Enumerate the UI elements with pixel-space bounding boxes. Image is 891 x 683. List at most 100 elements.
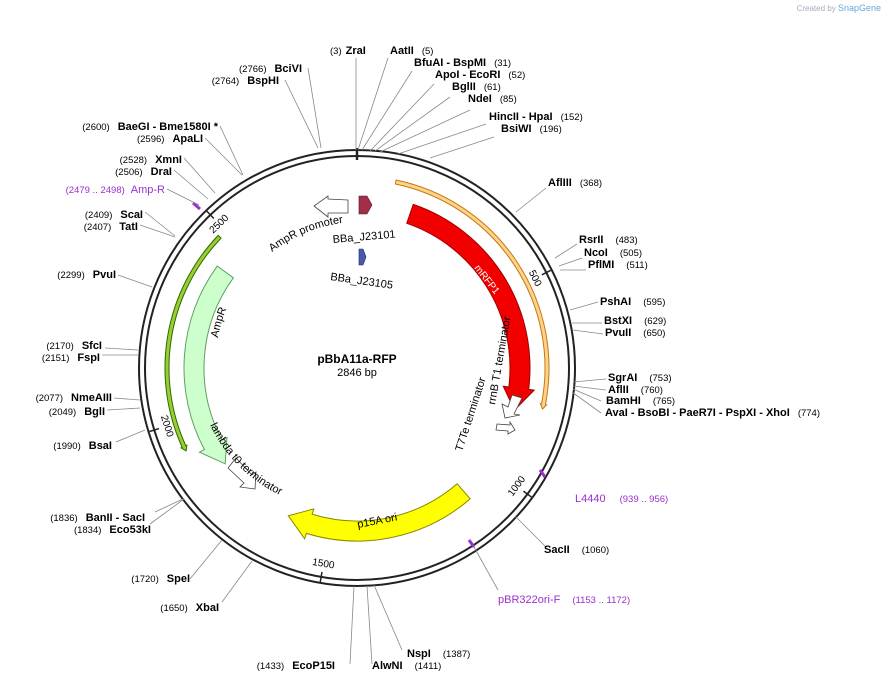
site-baegi-bme1580i: BaeGI - Bme1580I * xyxy=(118,121,219,133)
site-pos-bamhi: (765) xyxy=(653,396,675,407)
site-alwni: AlwNI xyxy=(372,660,403,672)
svg-text:(1650)XbaI: (1650)XbaI xyxy=(160,602,219,614)
site-pos-bsphi: (2764) xyxy=(212,76,239,87)
site-rsrii: RsrII xyxy=(579,234,603,246)
site-pshai: PshAI xyxy=(600,296,631,308)
site-pos-pshai: (595) xyxy=(643,297,665,308)
plasmid-name: pBbA11a-RFP xyxy=(317,352,396,366)
site-ncoi: NcoI xyxy=(584,247,608,259)
svg-text:AflIII(368): AflIII(368) xyxy=(548,177,602,189)
leader-lines xyxy=(102,57,607,665)
p15a-ori-feature[interactable] xyxy=(287,483,471,542)
site-bfuai-bspmi: BfuAI - BspMI xyxy=(414,57,486,69)
site-pos-sacii: (1060) xyxy=(582,545,609,556)
site-pos-nmeaiii: (2077) xyxy=(36,393,63,404)
site-pos-xbai: (1650) xyxy=(160,603,187,614)
backbone xyxy=(138,148,576,587)
site-apoi-ecori: ApoI - EcoRI xyxy=(435,69,500,81)
amp-r-primer-mark[interactable] xyxy=(192,201,201,211)
green-arc-feature[interactable] xyxy=(164,234,222,452)
svg-text:pBR322ori-F(1153 .. 1172): pBR322ori-F(1153 .. 1172) xyxy=(498,594,630,606)
svg-text:BfuAI - BspMI(31): BfuAI - BspMI(31) xyxy=(414,57,511,69)
svg-text:AvaI - BsoBI - PaeR7I - PspXI: AvaI - BsoBI - PaeR7I - PspXI - XhoI(774… xyxy=(605,407,820,419)
tick-1000 xyxy=(522,490,532,498)
site-aflii: AflII xyxy=(608,384,629,396)
svg-text:AflII(760): AflII(760) xyxy=(608,384,663,396)
ampr-promoter-arrow[interactable] xyxy=(313,195,349,218)
site-pos-baegi: (2600) xyxy=(82,122,109,133)
site-pos-ndei: (85) xyxy=(500,94,517,105)
lambda-t0-terminator-arrow[interactable] xyxy=(227,457,257,490)
site-pos-eco53ki: (1834) xyxy=(74,525,101,536)
site-pos-zrai: (3) xyxy=(330,46,342,57)
site-pos-bcivi: (2766) xyxy=(239,64,266,75)
primer-labels: (2479 .. 2498)Amp-R L4440(939 .. 956) pB… xyxy=(66,184,669,606)
site-nspi: NspI xyxy=(407,648,431,660)
svg-text:ApoI - EcoRI(52): ApoI - EcoRI(52) xyxy=(435,69,525,81)
svg-text:PvuII(650): PvuII(650) xyxy=(605,327,665,339)
bba-j23101-arrow[interactable] xyxy=(358,195,373,215)
svg-text:NspI(1387): NspI (1387) xyxy=(407,648,470,660)
t7te-terminator-arrow[interactable] xyxy=(495,420,516,435)
ampr-feature[interactable] xyxy=(183,265,235,465)
site-nmeaiii: NmeAIII xyxy=(71,392,112,404)
svg-text:(2764)BspHI: (2764)BspHI xyxy=(212,75,279,87)
site-tati: TatI xyxy=(119,221,138,233)
svg-text:L4440(939 .. 956): L4440(939 .. 956) xyxy=(575,493,668,505)
site-scai: ScaI xyxy=(120,209,143,221)
t7te-terminator-label: T7Te terminator xyxy=(453,376,488,453)
svg-text:(2766)BciVI: (2766)BciVI xyxy=(239,63,302,75)
site-pos-xmni: (2528) xyxy=(120,155,147,166)
svg-text:BglII(61): BglII(61) xyxy=(452,81,501,93)
svg-text:(3)ZraI: (3)ZraI xyxy=(330,45,366,57)
site-pos-banii: (1836) xyxy=(50,513,77,524)
bba-j23105-label: BBa_J23105 xyxy=(330,271,394,292)
svg-text:NcoI(505): NcoI (505) xyxy=(584,247,642,259)
svg-text:(1720)SpeI: (1720)SpeI xyxy=(131,573,190,585)
site-pos-pflmi: (511) xyxy=(626,260,647,271)
site-pos-fspi: (2151) xyxy=(42,353,69,364)
svg-text:(1990)BsaI: (1990)BsaI xyxy=(53,440,112,452)
primer-range-l4440: (939 .. 956) xyxy=(620,494,669,505)
primer-range-amp-r: (2479 .. 2498) xyxy=(66,185,125,196)
svg-text:(2528)XmnI: (2528)XmnI xyxy=(120,154,182,166)
rrnb-t1-terminator-arrow[interactable] xyxy=(501,394,523,419)
site-pos-sgrai: (753) xyxy=(649,373,671,384)
svg-text:AatII(5): AatII (5) xyxy=(390,45,433,57)
site-pos-ncoi: (505) xyxy=(620,248,642,259)
site-pos-drai: (2506) xyxy=(115,167,142,178)
site-bsiwi: BsiWI xyxy=(501,123,532,135)
svg-text:(2077)NmeAIII: (2077) NmeAIII xyxy=(36,392,112,404)
site-banii-saci: BanII - SacI xyxy=(86,512,145,524)
site-eco53ki: Eco53kI xyxy=(109,524,151,536)
site-pos-alwni: (1411) xyxy=(415,661,442,672)
site-bamhi: BamHI xyxy=(606,395,641,407)
tick-label-1000: 1000 xyxy=(506,474,528,499)
site-labels-left: (1433)EcoP15I (1650)XbaI (1720)SpeI (183… xyxy=(36,63,335,672)
svg-text:(2600)BaeGI - Bme1580I *: (2600) BaeGI - Bme1580I * xyxy=(82,121,218,133)
svg-text:BamHI(765): BamHI (765) xyxy=(606,395,675,407)
tick-1500 xyxy=(319,571,323,582)
orange-arc-feature[interactable] xyxy=(394,179,550,410)
svg-text:AlwNI(1411): AlwNI (1411) xyxy=(372,660,441,672)
site-pos-nspi: (1387) xyxy=(443,649,470,660)
svg-text:(2506)DraI: (2506)DraI xyxy=(115,166,172,178)
l4440-primer-mark[interactable] xyxy=(538,469,547,478)
site-pvui: PvuI xyxy=(93,269,116,281)
site-aatii: AatII xyxy=(390,45,414,57)
site-pos-pvui: (2299) xyxy=(57,270,84,281)
mrfp1-feature[interactable] xyxy=(406,203,536,412)
site-pos-bsiwi: (196) xyxy=(540,124,562,135)
svg-text:(1433)EcoP15I: (1433)EcoP15I xyxy=(257,660,335,672)
site-sacii: SacII xyxy=(544,544,570,556)
pbr322ori-f-primer-mark[interactable] xyxy=(467,539,476,548)
site-pos-bglii: (61) xyxy=(484,82,501,93)
site-pos-aatii: (5) xyxy=(422,46,434,57)
tick-2500 xyxy=(206,210,215,220)
snapgene-logo: SnapGene xyxy=(837,3,881,13)
tick-label-1500: 1500 xyxy=(311,557,335,572)
tick-500 xyxy=(541,269,552,276)
site-sgrai: SgrAI xyxy=(608,372,637,384)
bba-j23105-arrow[interactable] xyxy=(358,248,367,266)
